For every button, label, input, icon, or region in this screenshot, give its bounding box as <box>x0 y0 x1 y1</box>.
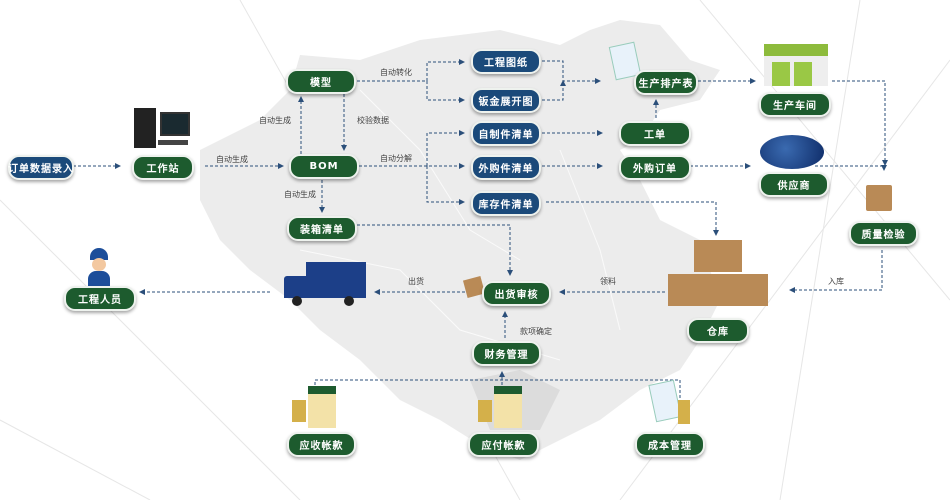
node-warehouse[interactable]: 仓库 <box>687 318 749 343</box>
edge-label-pick: 领料 <box>600 277 616 286</box>
node-work-order[interactable]: 工单 <box>619 121 691 146</box>
edge-label-auto-gen: 自动生成 <box>216 155 248 164</box>
edge-label-verify: 校验数据 <box>357 116 389 125</box>
node-quality[interactable]: 质量检验 <box>849 221 918 246</box>
node-self-made-list[interactable]: 自制件清单 <box>471 121 541 146</box>
node-bom[interactable]: BOM <box>289 154 359 179</box>
node-sheet-metal[interactable]: 钣金展开图 <box>471 88 541 113</box>
payable-coins-icon <box>478 380 526 428</box>
node-stock-list[interactable]: 库存件清单 <box>471 191 541 216</box>
node-workshop[interactable]: 生产车间 <box>759 92 831 117</box>
cost-document-icon <box>648 379 692 426</box>
barcode-box-icon <box>866 185 892 211</box>
receivable-coins-icon <box>292 380 340 428</box>
node-finance[interactable]: 财务管理 <box>472 341 541 366</box>
node-payable[interactable]: 应付帐款 <box>468 432 539 457</box>
edge-label-payment: 款项确定 <box>520 327 552 336</box>
node-packing-list[interactable]: 装箱清单 <box>287 216 357 241</box>
node-model[interactable]: 模型 <box>286 69 356 94</box>
factory-icon <box>764 44 828 86</box>
edge-label-auto-convert: 自动转化 <box>380 68 412 77</box>
globe-plane-icon <box>760 135 824 169</box>
node-shipment-review[interactable]: 出货审核 <box>482 281 551 306</box>
engineer-icon <box>88 248 110 286</box>
truck-icon <box>282 262 367 307</box>
node-engineer[interactable]: 工程人员 <box>64 286 136 311</box>
node-receivable[interactable]: 应收帐款 <box>287 432 356 457</box>
node-eng-drawing[interactable]: 工程图纸 <box>471 49 541 74</box>
node-purchase-order[interactable]: 外购订单 <box>619 155 691 180</box>
boxes-icon <box>668 240 768 310</box>
node-schedule[interactable]: 生产排产表 <box>634 70 698 95</box>
edge-label-ship: 出货 <box>408 277 424 286</box>
node-workstation[interactable]: 工作站 <box>132 155 194 180</box>
computer-icon <box>128 106 193 151</box>
node-order-entry[interactable]: 订单数据录入 <box>8 155 74 180</box>
node-cost[interactable]: 成本管理 <box>635 432 705 457</box>
node-supplier[interactable]: 供应商 <box>759 172 829 197</box>
edge-label-auto-split: 自动分解 <box>380 154 412 163</box>
edge-label-stock-in: 入库 <box>828 277 844 286</box>
node-purchased-list[interactable]: 外购件清单 <box>471 155 541 180</box>
edge-label-auto-gen: 自动生成 <box>284 190 316 199</box>
edge-label-auto-gen: 自动生成 <box>259 116 291 125</box>
